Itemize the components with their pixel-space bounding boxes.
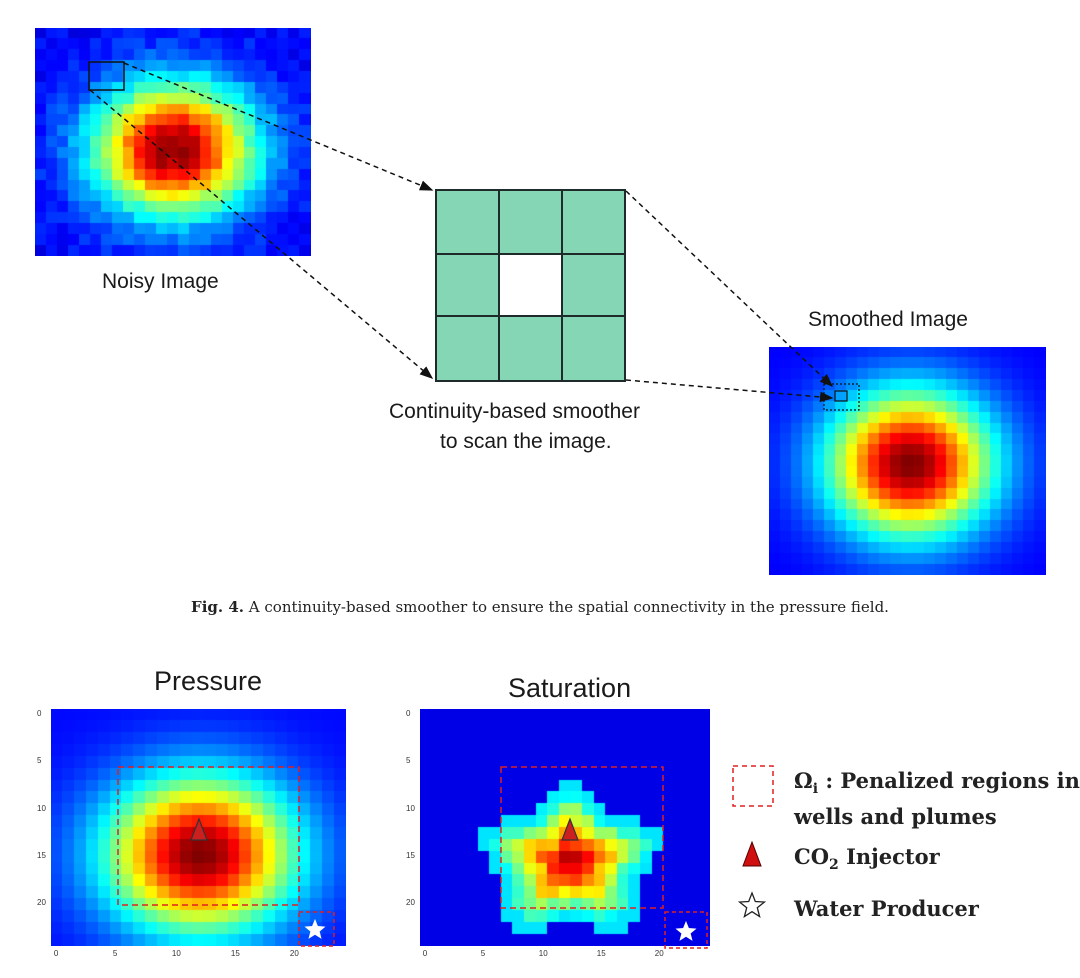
legend-injector-icon xyxy=(742,840,762,867)
smoothed-image-heatmap xyxy=(769,347,1046,575)
pressure-x-tick: 5 xyxy=(112,949,118,958)
legend-injector-sub: 2 xyxy=(829,857,839,874)
legend-injector-suffix: Injector xyxy=(838,844,940,869)
smoothed-scan-window xyxy=(823,383,860,411)
legend-injector-prefix: CO xyxy=(794,844,830,869)
legend-water-producer: Water Producer xyxy=(794,896,979,921)
figure-4-overlay xyxy=(88,61,860,411)
pressure-producer-star-icon xyxy=(304,918,326,939)
saturation-x-tick: 5 xyxy=(480,949,486,958)
caption-prefix: Fig. 4. xyxy=(191,598,244,616)
figure-4-caption: Fig. 4. A continuity-based smoother to e… xyxy=(0,598,1080,616)
noisy-scan-window xyxy=(88,61,125,91)
pressure-y-tick: 10 xyxy=(37,803,46,813)
smoother-label-line1: Continuity-based smoother xyxy=(389,400,640,423)
legend-omega-symbol: Ω xyxy=(794,768,813,793)
saturation-x-tick: 0 xyxy=(422,949,428,958)
smoother-label-line2: to scan the image. xyxy=(440,430,612,453)
saturation-penalty-region-producer xyxy=(664,911,708,949)
figure-5-overlay xyxy=(117,765,774,949)
pressure-penalty-region-injector xyxy=(117,766,300,906)
pressure-x-tick: 0 xyxy=(53,949,59,958)
pressure-y-tick: 20 xyxy=(37,898,46,908)
saturation-y-tick: 15 xyxy=(406,850,415,860)
saturation-x-tick: 20 xyxy=(654,949,664,958)
saturation-heatmap xyxy=(420,709,710,946)
legend-omega-sub: i xyxy=(812,781,819,798)
smoother-kernel-grid xyxy=(435,189,626,382)
legend-producer-star-icon xyxy=(737,891,767,919)
noisy-image-heatmap xyxy=(35,28,311,256)
smoothed-image-label: Smoothed Image xyxy=(808,308,968,331)
pressure-y-tick: 15 xyxy=(37,850,46,860)
pressure-y-tick: 0 xyxy=(37,708,42,718)
pressure-x-tick: 15 xyxy=(230,949,240,958)
pressure-penalty-region-producer xyxy=(298,911,335,947)
saturation-y-tick: 10 xyxy=(406,803,415,813)
legend-penalized-region-icon xyxy=(732,765,774,807)
saturation-injector-icon xyxy=(561,817,579,841)
saturation-producer-star-icon xyxy=(675,920,697,941)
caption-text: A continuity-based smoother to ensure th… xyxy=(248,598,889,616)
saturation-y-tick: 0 xyxy=(406,708,411,718)
pressure-injector-icon xyxy=(190,817,208,841)
legend-omega-line1: : Penalized regions in xyxy=(818,768,1080,793)
saturation-y-tick: 5 xyxy=(406,756,411,766)
noisy-image-label: Noisy Image xyxy=(102,270,219,293)
pressure-y-tick: 5 xyxy=(37,756,42,766)
saturation-penalty-region-injector xyxy=(500,766,664,909)
legend-omega-line2: wells and plumes xyxy=(794,804,997,830)
saturation-x-tick: 15 xyxy=(596,949,606,958)
saturation-title: Saturation xyxy=(508,673,632,703)
saturation-y-tick: 20 xyxy=(406,898,415,908)
legend-co2-injector: CO2 Injector xyxy=(794,843,940,879)
pressure-x-tick: 20 xyxy=(289,949,299,958)
legend-penalized-regions: Ωi : Penalized regions in wells and plum… xyxy=(794,767,1080,830)
dashed-arrows xyxy=(89,62,834,403)
pressure-x-tick: 10 xyxy=(171,949,181,958)
pressure-title: Pressure xyxy=(154,666,263,696)
saturation-x-tick: 10 xyxy=(538,949,548,958)
